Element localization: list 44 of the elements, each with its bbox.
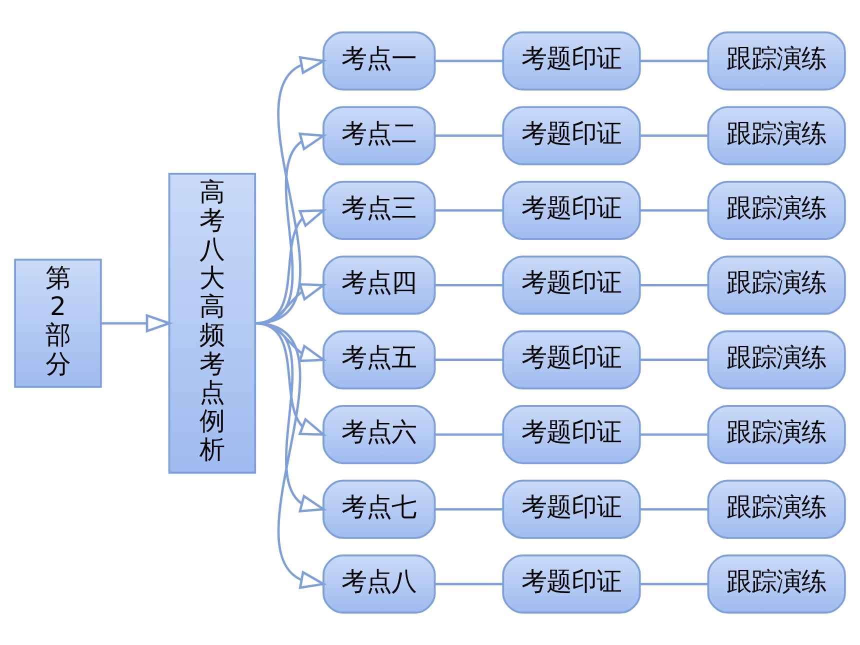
- connector: [640, 209, 708, 212]
- connector: [640, 284, 708, 286]
- connector: [640, 582, 708, 586]
- connector: [434, 508, 504, 510]
- node-box: 考题印证: [502, 31, 641, 91]
- node-box: 跟踪演练: [707, 180, 846, 240]
- arrow: [100, 314, 173, 333]
- connector: [434, 358, 504, 362]
- connector: [640, 433, 708, 436]
- node-box: 跟踪演练: [707, 554, 846, 614]
- connector: [434, 433, 504, 436]
- node-box: 考点三: [322, 180, 436, 240]
- node-box: 考点五: [322, 330, 436, 390]
- node-box: 考点八: [322, 554, 436, 614]
- connector: [434, 134, 504, 137]
- node-box: 考题印证: [502, 256, 641, 315]
- node-box: 考点四: [322, 256, 436, 315]
- node-box: 考题印证: [502, 554, 641, 614]
- node-box: 跟踪演练: [707, 256, 846, 315]
- node-box: 高考八大高频考点例析: [168, 172, 256, 474]
- node-box: 考题印证: [502, 405, 641, 464]
- node-box: 考题印证: [502, 106, 641, 166]
- node-box: 考点七: [322, 480, 436, 539]
- node-box: 考题印证: [502, 330, 641, 390]
- node-box: 考题印证: [502, 480, 641, 539]
- node-box: 跟踪演练: [707, 31, 846, 91]
- node-box: 跟踪演练: [707, 480, 846, 539]
- connector: [434, 582, 504, 586]
- connector: [434, 209, 504, 212]
- connector: [640, 358, 708, 362]
- node-box: 考题印证: [502, 180, 641, 240]
- node-box: 跟踪演练: [707, 330, 846, 390]
- node-box: 考点二: [322, 106, 436, 166]
- connector: [640, 60, 708, 62]
- node-box: 跟踪演练: [707, 106, 846, 166]
- node-box: 跟踪演练: [707, 405, 846, 464]
- node-box: 第2部分: [14, 258, 102, 388]
- node-box: 考点一: [322, 31, 436, 91]
- connector: [434, 60, 504, 62]
- connector: [640, 508, 708, 510]
- connector: [640, 134, 708, 137]
- node-box: 考点六: [322, 405, 436, 464]
- connector: [434, 284, 504, 286]
- arrow: [254, 322, 328, 590]
